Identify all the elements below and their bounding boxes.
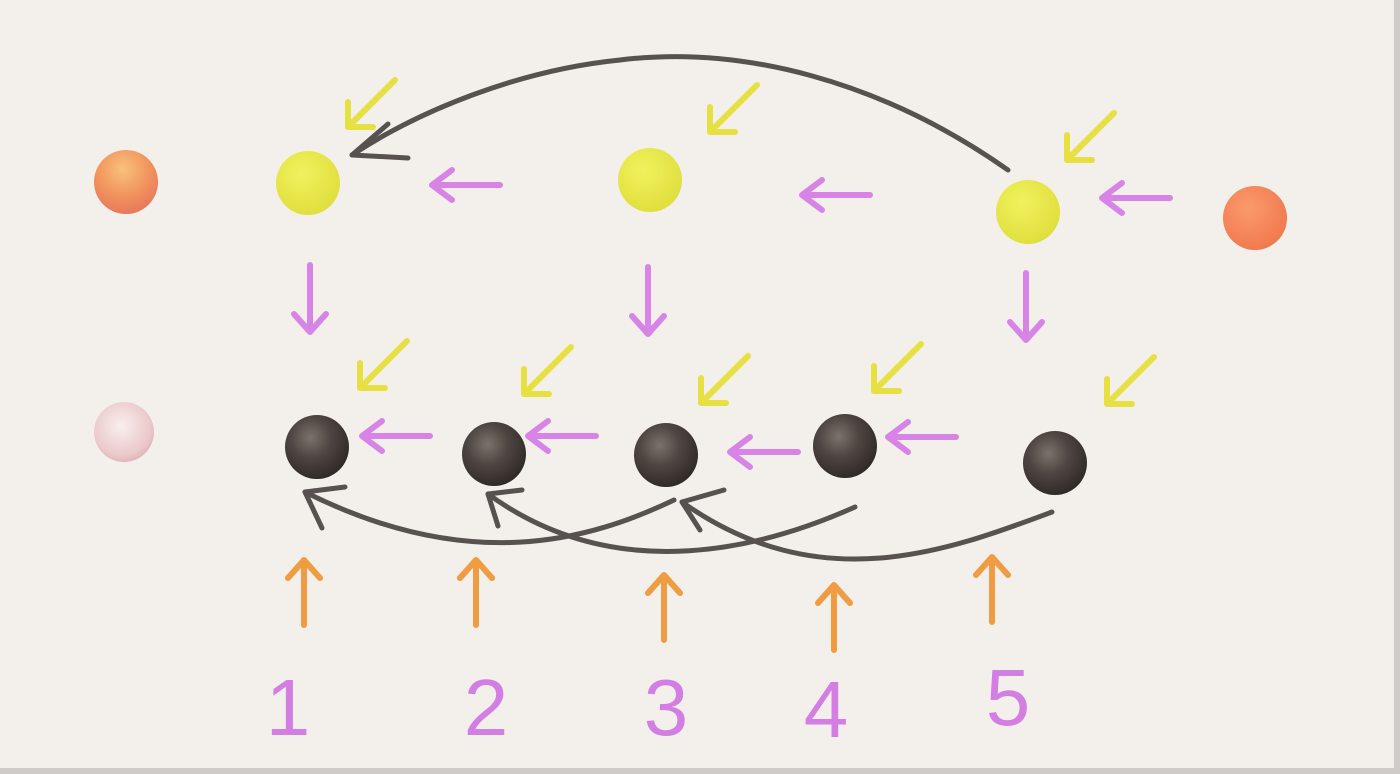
orange-arrow-5 [973, 554, 1011, 625]
label-2: 2 [464, 663, 509, 752]
purple-arrow-top-2 [799, 177, 873, 213]
curve-top-head [349, 121, 411, 161]
curve-4-to-2 [485, 491, 858, 554]
yellow-node-1 [276, 151, 340, 215]
orange-arrows [285, 554, 1011, 653]
curve-5-to-3 [679, 499, 1055, 562]
orange-arrow-2 [457, 557, 495, 628]
gray-curves [302, 54, 1055, 562]
curve-3-to-1-head [302, 484, 348, 531]
purple-arrows [291, 167, 1173, 470]
purple-arrow-down-2 [629, 264, 667, 337]
yellow-arrow-8 [1104, 354, 1157, 407]
orange-arrow-1 [285, 557, 323, 628]
purple-arrow-down-1 [291, 262, 329, 335]
yellow-arrow-3 [1064, 110, 1117, 163]
purple-arrow-bottom-4 [885, 419, 959, 455]
yellow-arrow-5 [521, 344, 574, 397]
orange-node [1223, 186, 1287, 250]
purple-arrow-down-3 [1007, 270, 1045, 343]
yellow-arrow-6 [698, 353, 751, 406]
label-5: 5 [986, 653, 1031, 742]
curve-4-to-2-head [485, 487, 525, 529]
label-1: 1 [266, 663, 311, 752]
purple-arrow-top-3 [1099, 180, 1173, 216]
curve-top [349, 54, 1011, 173]
curve-5-to-3-head [679, 487, 727, 533]
dark-node-2 [462, 422, 526, 486]
purple-arrow-bottom-1 [359, 418, 433, 454]
nodes [94, 148, 1287, 495]
label-4: 4 [804, 665, 849, 754]
faded-orange-node [94, 150, 158, 214]
yellow-arrows [345, 77, 1157, 407]
orange-arrow-4 [815, 582, 853, 653]
dark-node-5 [1023, 431, 1087, 495]
faded-pink-node [94, 402, 154, 462]
purple-arrow-top-1 [429, 167, 503, 203]
number-labels: 1 2 3 4 5 [266, 653, 1031, 754]
dark-node-4 [813, 414, 877, 478]
dark-node-3 [634, 423, 698, 487]
purple-arrow-bottom-2 [525, 418, 599, 454]
yellow-node-3 [996, 180, 1060, 244]
label-3: 3 [644, 663, 689, 752]
yellow-node-2 [618, 148, 682, 212]
yellow-arrow-7 [871, 341, 924, 394]
yellow-arrow-2 [707, 82, 760, 135]
dark-node-1 [285, 415, 349, 479]
curve-3-to-1 [302, 489, 677, 546]
yellow-arrow-4 [357, 338, 410, 391]
yellow-arrow-1 [345, 77, 398, 130]
orange-arrow-3 [645, 572, 683, 643]
purple-arrow-bottom-3 [727, 434, 801, 470]
